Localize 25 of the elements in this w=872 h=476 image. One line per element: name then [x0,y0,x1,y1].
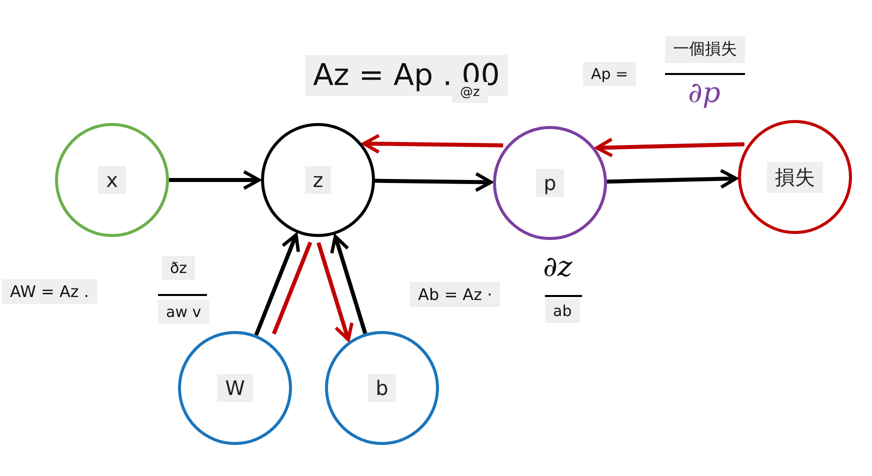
node-label: p [536,169,564,197]
arrow [362,134,504,154]
equation-text: Ab = Az · [410,282,500,307]
connector-line [272,242,312,335]
arrow [169,170,261,190]
equation-text: ab [545,299,580,323]
equation-text: aw v [158,300,210,324]
arrow [374,172,493,192]
equation-text: ðz [162,256,196,280]
arrow [595,137,744,158]
node-label: 損失 [767,162,823,192]
arrow [606,168,738,189]
equation-text: 一個損失 [665,36,745,63]
equation-text: AW = Az . [2,279,97,304]
arrow [330,234,368,334]
equation-text: @z [452,82,488,103]
node-label: x [98,166,126,194]
equation-text: ∂z [543,250,572,283]
arrow [254,233,300,336]
arrow [316,242,354,342]
equation-text: ∂p [688,76,720,109]
node-label: W [217,374,253,402]
equation-text: Ap = [583,62,636,86]
node-label: b [368,374,396,402]
node-label: z [304,166,332,194]
